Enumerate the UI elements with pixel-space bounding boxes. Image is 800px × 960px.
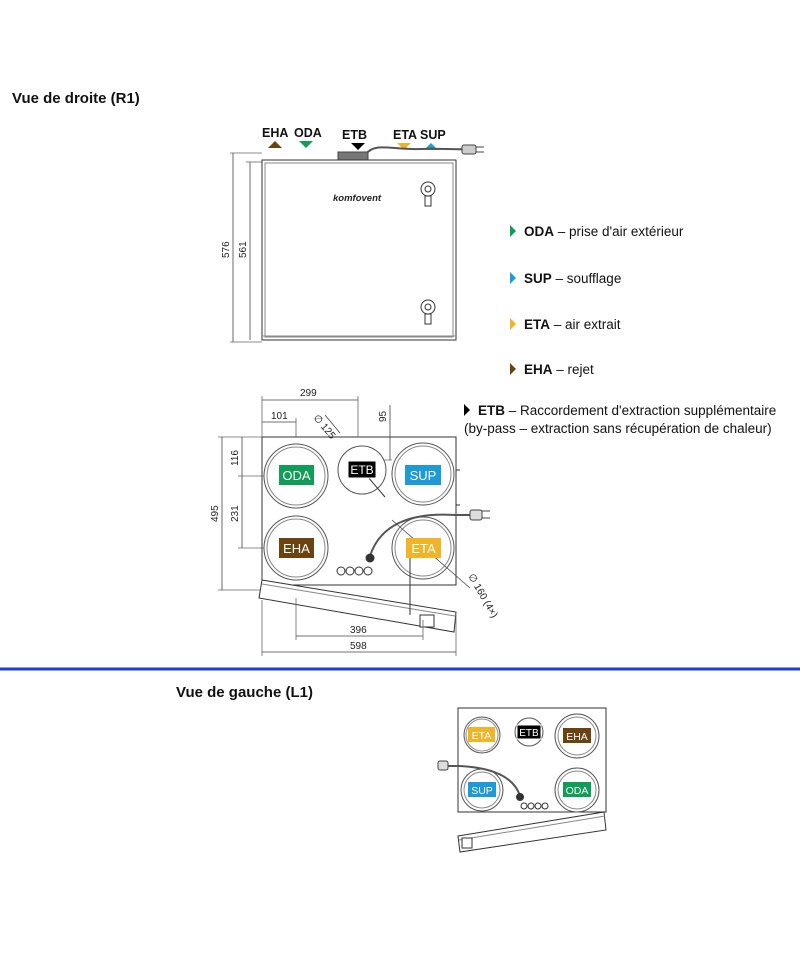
right-view-front: EHA ODA ETB ETA SUP komfovent bbox=[230, 126, 484, 343]
left-port-sup-label: SUP bbox=[471, 785, 493, 797]
dim-299: 299 bbox=[300, 388, 317, 399]
sup-marker-icon bbox=[510, 272, 516, 284]
top-label-sup: SUP bbox=[420, 128, 446, 142]
port-eta-label: ETA bbox=[411, 541, 436, 556]
control-knobs-icon bbox=[520, 802, 549, 810]
left-port-oda-badge bbox=[563, 782, 591, 797]
right-view-ports bbox=[218, 396, 490, 656]
legend-item-eta: ETA – air extrait bbox=[510, 317, 621, 332]
lock-icon bbox=[420, 181, 436, 207]
left-port-eta-badge bbox=[468, 727, 495, 742]
left-view-title: Vue de gauche (L1) bbox=[176, 684, 313, 701]
control-knobs-icon bbox=[336, 566, 373, 576]
dim-160: ∅ 160 (4×) bbox=[465, 572, 499, 620]
dim-116: 116 bbox=[230, 450, 241, 466]
port-sup-badge bbox=[405, 465, 441, 485]
legend-item-oda: ODA – prise d'air extérieur bbox=[510, 224, 683, 239]
dim-396: 396 bbox=[350, 625, 367, 636]
dim-598: 598 bbox=[350, 641, 367, 652]
eta-marker-icon bbox=[510, 318, 516, 330]
oda-marker-icon bbox=[510, 225, 516, 237]
top-label-oda: ODA bbox=[294, 126, 322, 140]
lock-icon bbox=[420, 299, 436, 325]
port-oda-label: ODA bbox=[282, 468, 311, 483]
port-oda-badge bbox=[279, 465, 314, 485]
dim-561: 561 bbox=[238, 241, 249, 258]
top-label-eha: EHA bbox=[262, 126, 288, 140]
top-label-etb: ETB bbox=[342, 128, 367, 142]
eha-marker-icon bbox=[510, 363, 516, 375]
dim-101: 101 bbox=[271, 411, 288, 422]
port-eha-badge bbox=[279, 538, 314, 558]
left-port-etb-badge bbox=[516, 724, 542, 740]
eta-arrow-icon bbox=[397, 143, 411, 150]
dim-495: 495 bbox=[210, 505, 221, 522]
left-port-etb-label: ETB bbox=[519, 728, 539, 739]
etb-arrow-icon bbox=[351, 143, 365, 150]
port-eha-label: EHA bbox=[283, 541, 310, 556]
left-port-eta-label: ETA bbox=[472, 730, 492, 742]
port-etb-label: ETB bbox=[350, 463, 373, 477]
dim-231: 231 bbox=[230, 505, 241, 522]
oda-arrow-icon bbox=[299, 141, 313, 148]
legend-item-eha: EHA – rejet bbox=[510, 362, 594, 377]
left-port-eha-badge bbox=[563, 728, 591, 743]
legend-item-etb: ETB – Raccordement d'extraction suppléme… bbox=[464, 403, 777, 436]
left-port-eha-label: EHA bbox=[566, 731, 588, 743]
dim-576: 576 bbox=[221, 241, 232, 258]
right-view-title: Vue de droite (R1) bbox=[12, 90, 140, 107]
port-eta-badge bbox=[406, 538, 441, 558]
dim-95: 95 bbox=[378, 410, 389, 422]
left-port-sup-badge bbox=[468, 782, 496, 797]
eha-arrow-icon bbox=[268, 141, 282, 148]
left-port-oda-label: ODA bbox=[566, 785, 589, 797]
port-sup-label: SUP bbox=[410, 468, 437, 483]
brand-logo: komfovent bbox=[333, 193, 382, 204]
port-etb-badge bbox=[347, 460, 377, 479]
top-label-eta: ETA bbox=[393, 128, 417, 142]
etb-marker-icon bbox=[464, 404, 470, 416]
legend-item-sup: SUP – soufflage bbox=[510, 271, 621, 286]
